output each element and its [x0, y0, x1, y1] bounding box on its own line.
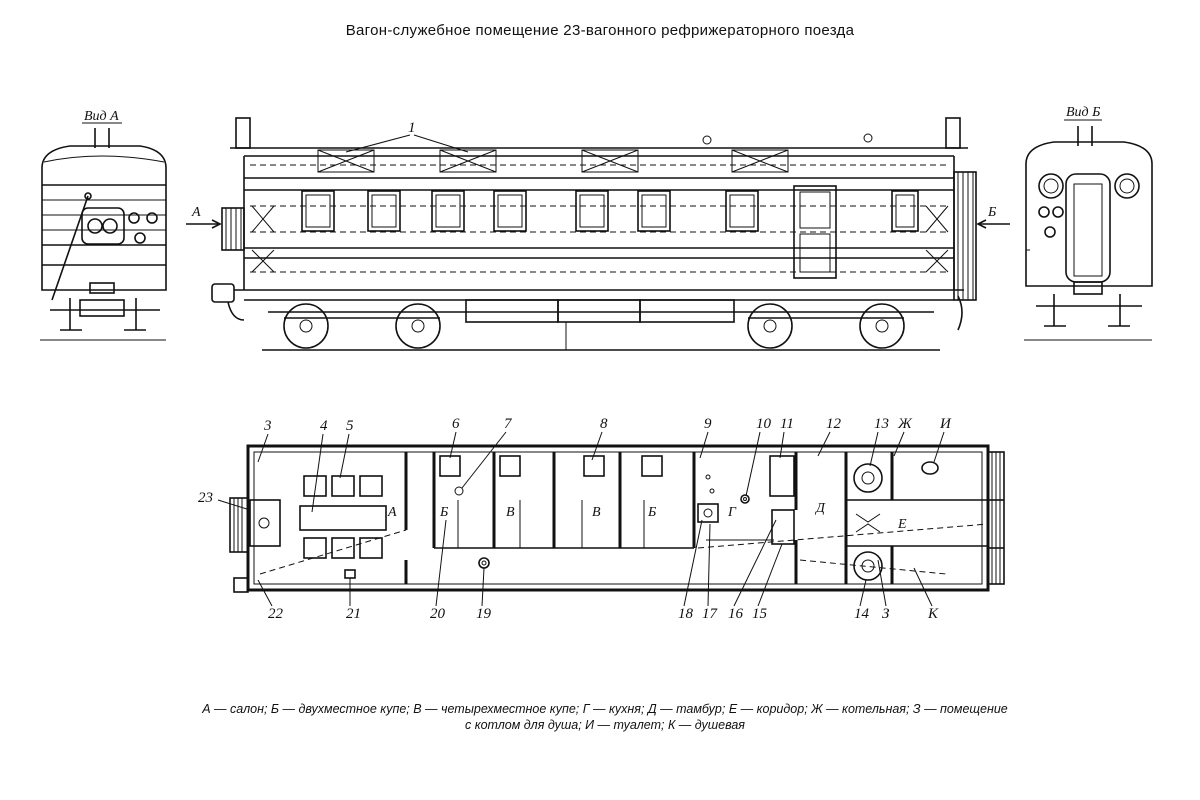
plan-callout: З — [882, 606, 890, 622]
view-a-label: Вид А — [84, 109, 119, 124]
callout-1: 1 — [408, 120, 416, 136]
plan-callout: 16 — [728, 606, 744, 622]
side-elevation-view: 1 — [186, 117, 1010, 351]
plan-callout: 15 — [752, 606, 768, 622]
page-title: Вагон-служебное помещение 23-вагонного р… — [345, 22, 855, 39]
plan-callout: 6 — [452, 416, 460, 432]
view-b-label: Вид Б — [1066, 105, 1100, 120]
plan-callout: 13 — [874, 416, 889, 432]
plan-callout: 18 — [678, 606, 694, 622]
room-label-kupe-b: Б — [439, 505, 448, 520]
room-label-kupe-v: В — [592, 505, 601, 520]
plan-callout: 23 — [198, 490, 213, 506]
legend-line-2: с котлом для душа; И — туалет; К — душев… — [464, 718, 745, 732]
bogie-wheels — [283, 303, 905, 349]
plan-callout: 12 — [826, 416, 842, 432]
legend-line-1: А — салон; Б — двухместное купе; В — чет… — [202, 702, 1008, 716]
plan-callout: 4 — [320, 418, 328, 434]
plan-callout: 21 — [346, 606, 361, 622]
plan-callout: 5 — [346, 418, 354, 434]
plan-callout: Ж — [897, 416, 913, 432]
plan-callout: 10 — [756, 416, 772, 432]
side-door — [793, 185, 837, 279]
arrow-b-label: Б — [987, 205, 996, 220]
plan-callout: 3 — [263, 418, 272, 434]
plan-callout: И — [939, 416, 952, 432]
view-b-end-view: Вид Б — [1024, 105, 1153, 341]
left-bellows — [221, 207, 245, 251]
room-label-kupe-v: В — [506, 505, 515, 520]
plan-callout: 14 — [854, 606, 870, 622]
floor-plan: А Б В В Б Г Д Е 3 4 5 6 7 8 9 10 11 12 1… — [198, 416, 1005, 622]
plan-callout: 17 — [702, 606, 719, 622]
room-label-kupe-b: Б — [647, 505, 656, 520]
plan-callout: К — [927, 606, 939, 622]
room-label-corridor: Е — [897, 517, 907, 532]
end-door — [1065, 173, 1111, 283]
arrow-a-label: А — [191, 205, 201, 220]
plan-callout: 19 — [476, 606, 492, 622]
room-label-salon: А — [387, 505, 397, 520]
room-label-tambur: Д — [814, 501, 826, 516]
plan-callout: 22 — [268, 606, 284, 622]
view-a-end-view: Вид А — [40, 109, 167, 341]
plan-callout: 9 — [704, 416, 712, 432]
roof-vent — [317, 149, 789, 173]
plan-callout: 20 — [430, 606, 446, 622]
window-row — [301, 190, 919, 232]
plan-callout: 11 — [780, 416, 794, 432]
room-label-kitchen: Г — [727, 505, 737, 520]
plan-callout: 8 — [600, 416, 608, 432]
legend: А — салон; Б — двухместное купе; В — чет… — [100, 701, 1110, 733]
right-bellows — [953, 171, 977, 301]
plan-callout: 7 — [504, 416, 513, 432]
